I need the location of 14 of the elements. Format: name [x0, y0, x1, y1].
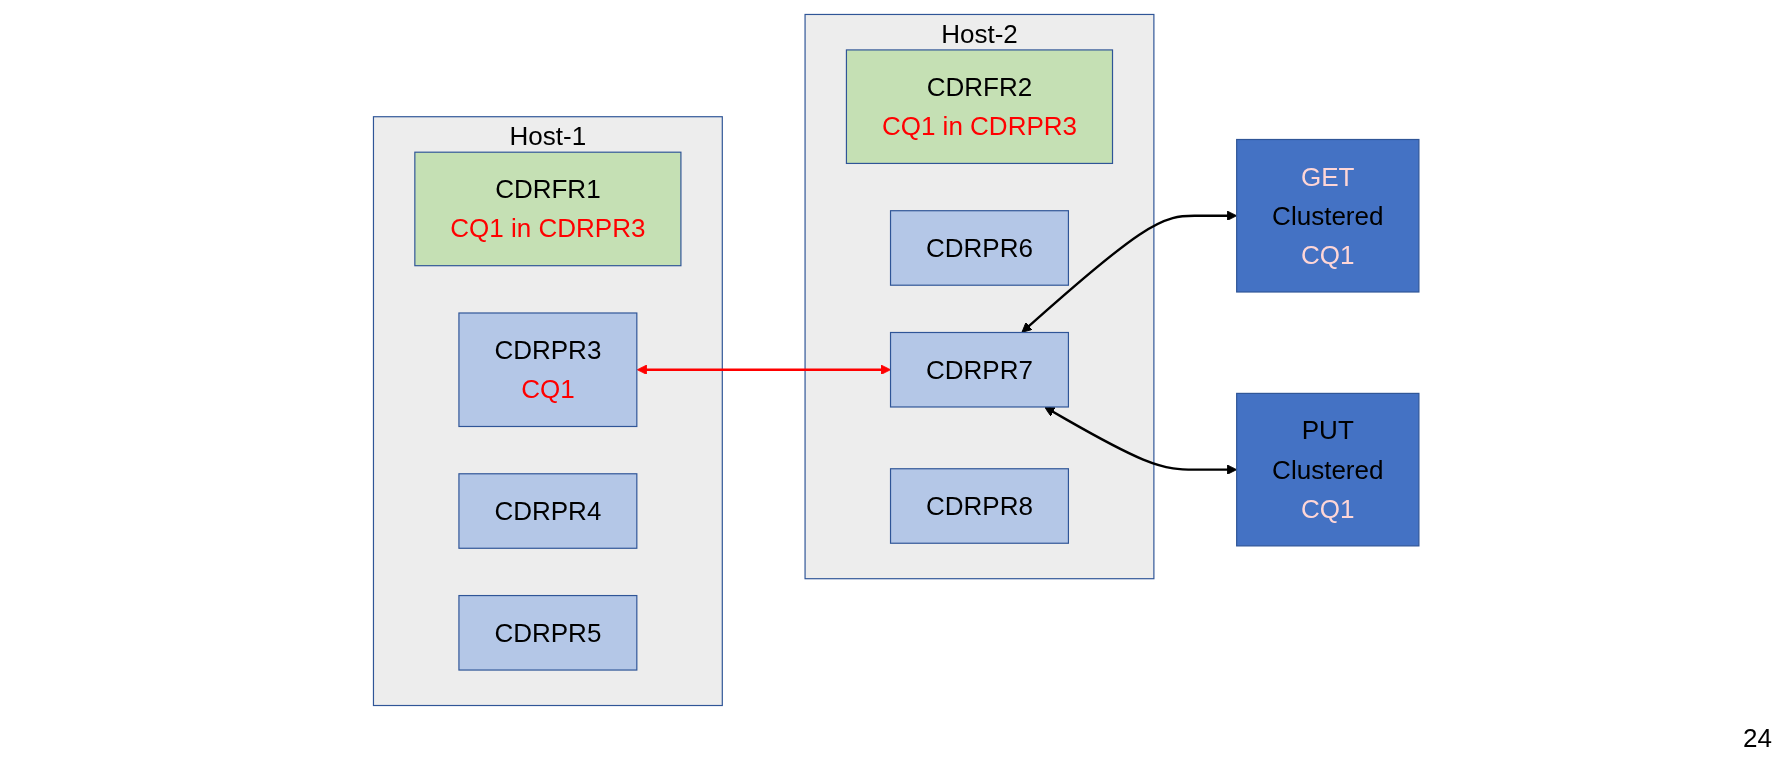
- arrow: [1044, 406, 1237, 475]
- arrow: [1021, 210, 1237, 333]
- arrow: [636, 364, 891, 375]
- node-box: CDRFR1 CQ1 in CDRPR3: [414, 151, 682, 267]
- node-box: GET Clustered CQ1: [1235, 138, 1420, 293]
- node-box: CDRPR6: [889, 210, 1069, 286]
- node-box: PUT Clustered CQ1: [1235, 392, 1420, 547]
- page-number: 24: [1743, 723, 1772, 754]
- node-box: CDRPR5: [458, 595, 638, 671]
- node-box: CDRPR8: [889, 468, 1069, 544]
- node-box: CDRPR3 CQ1: [458, 312, 638, 428]
- node-box: CDRFR2 CQ1 in CDRPR3: [845, 49, 1113, 165]
- node-box: CDRPR4: [458, 473, 638, 549]
- node-box: CDRPR7: [889, 331, 1069, 408]
